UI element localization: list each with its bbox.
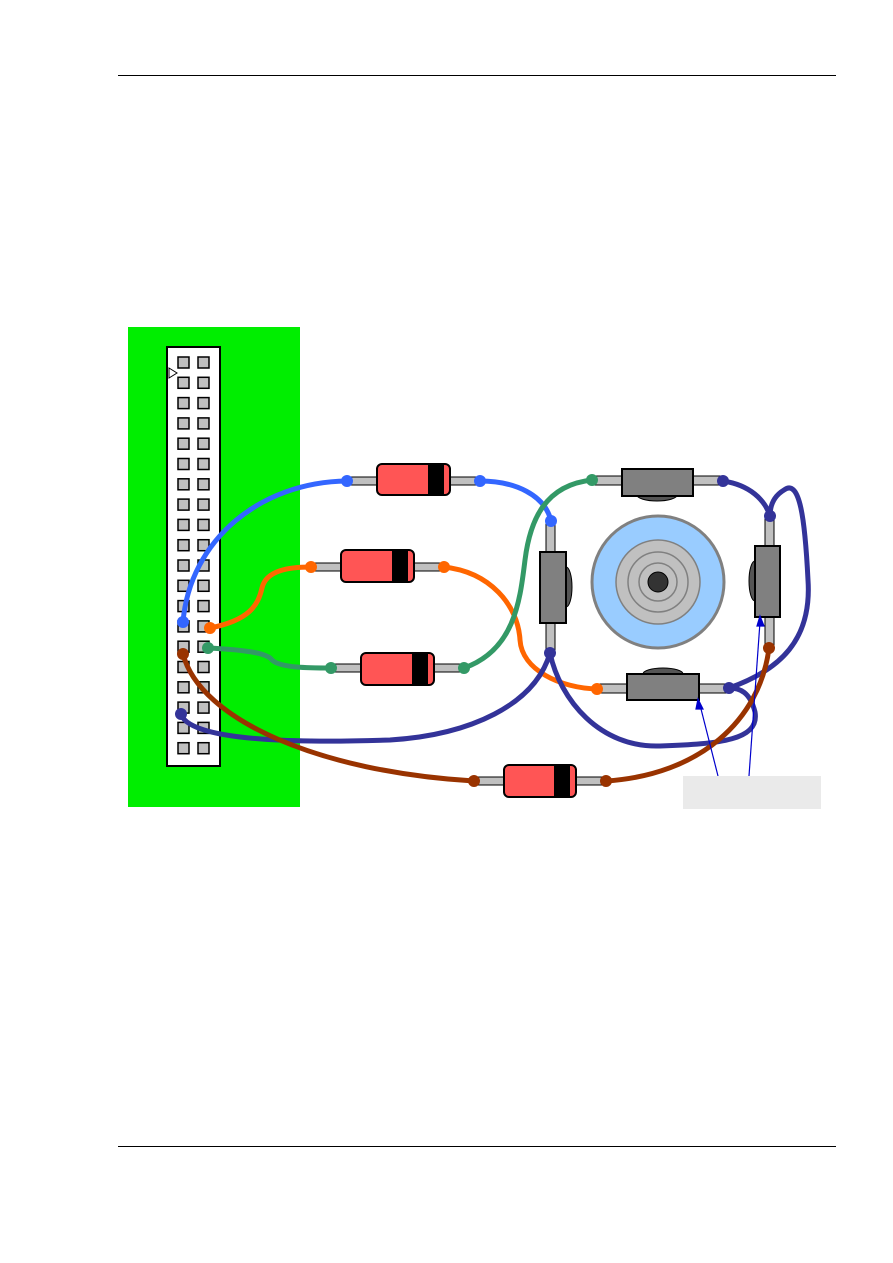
diode-3 [330,652,465,686]
wire-brown-1 [180,651,477,784]
connector-pin [177,538,190,552]
connector-pin [197,478,210,491]
wire-blue-1 [180,478,350,625]
connector-pin [177,478,190,491]
connector-pin [177,518,190,532]
connector-pin [177,376,190,390]
connector-pin [177,721,190,735]
sensor-right [748,515,781,649]
diodes [310,463,607,798]
pin-header-connector [166,346,221,767]
connector-pin [197,701,210,714]
diode-2 [310,549,445,583]
footer-rule [118,1146,836,1147]
header-rule [118,75,836,76]
wire-green-1 [205,645,334,671]
connector-pin [177,457,190,471]
sensor-bottom [596,667,730,701]
sensor-left [539,520,573,654]
connector-pin [197,498,210,511]
connector-pin [197,660,210,674]
connector-pin [177,681,190,694]
wire-navy-4 [720,478,773,519]
wire-navy-3 [726,485,811,691]
callout-label-box [683,776,821,809]
connector-pin [177,356,190,369]
connector-pin [197,518,210,532]
wire-junction-dots [175,474,776,787]
connector-pin [197,457,210,471]
wire-navy-1 [178,650,553,744]
wire-navy-2 [547,650,758,749]
connector-pin [177,396,190,410]
pin1-marker-icon [168,367,178,379]
connector-pin [197,417,210,430]
connector-pin [177,498,190,511]
connector-pin [197,741,210,755]
diode-4 [473,764,607,798]
encoder-disc [590,514,726,650]
connector-pin [177,437,190,450]
connector-pin [177,741,190,755]
connector-pin [197,579,210,593]
connector-pin [197,356,210,369]
connector-pin [197,437,210,450]
wire-green-2 [461,477,595,671]
connector-pin [197,599,210,613]
wires [178,477,811,784]
diode-1 [346,463,481,496]
connector-pin [197,538,210,552]
connector-pin [177,417,190,430]
wire-blue-2 [477,478,554,524]
sensor-top [591,468,724,502]
connector-pin [197,396,210,410]
wire-brown-2 [603,645,772,784]
wire-orange-1 [207,564,314,631]
connector-pin [177,559,190,572]
connector-pin [197,376,210,390]
callout-arrows [695,614,765,777]
sensors [539,468,781,701]
